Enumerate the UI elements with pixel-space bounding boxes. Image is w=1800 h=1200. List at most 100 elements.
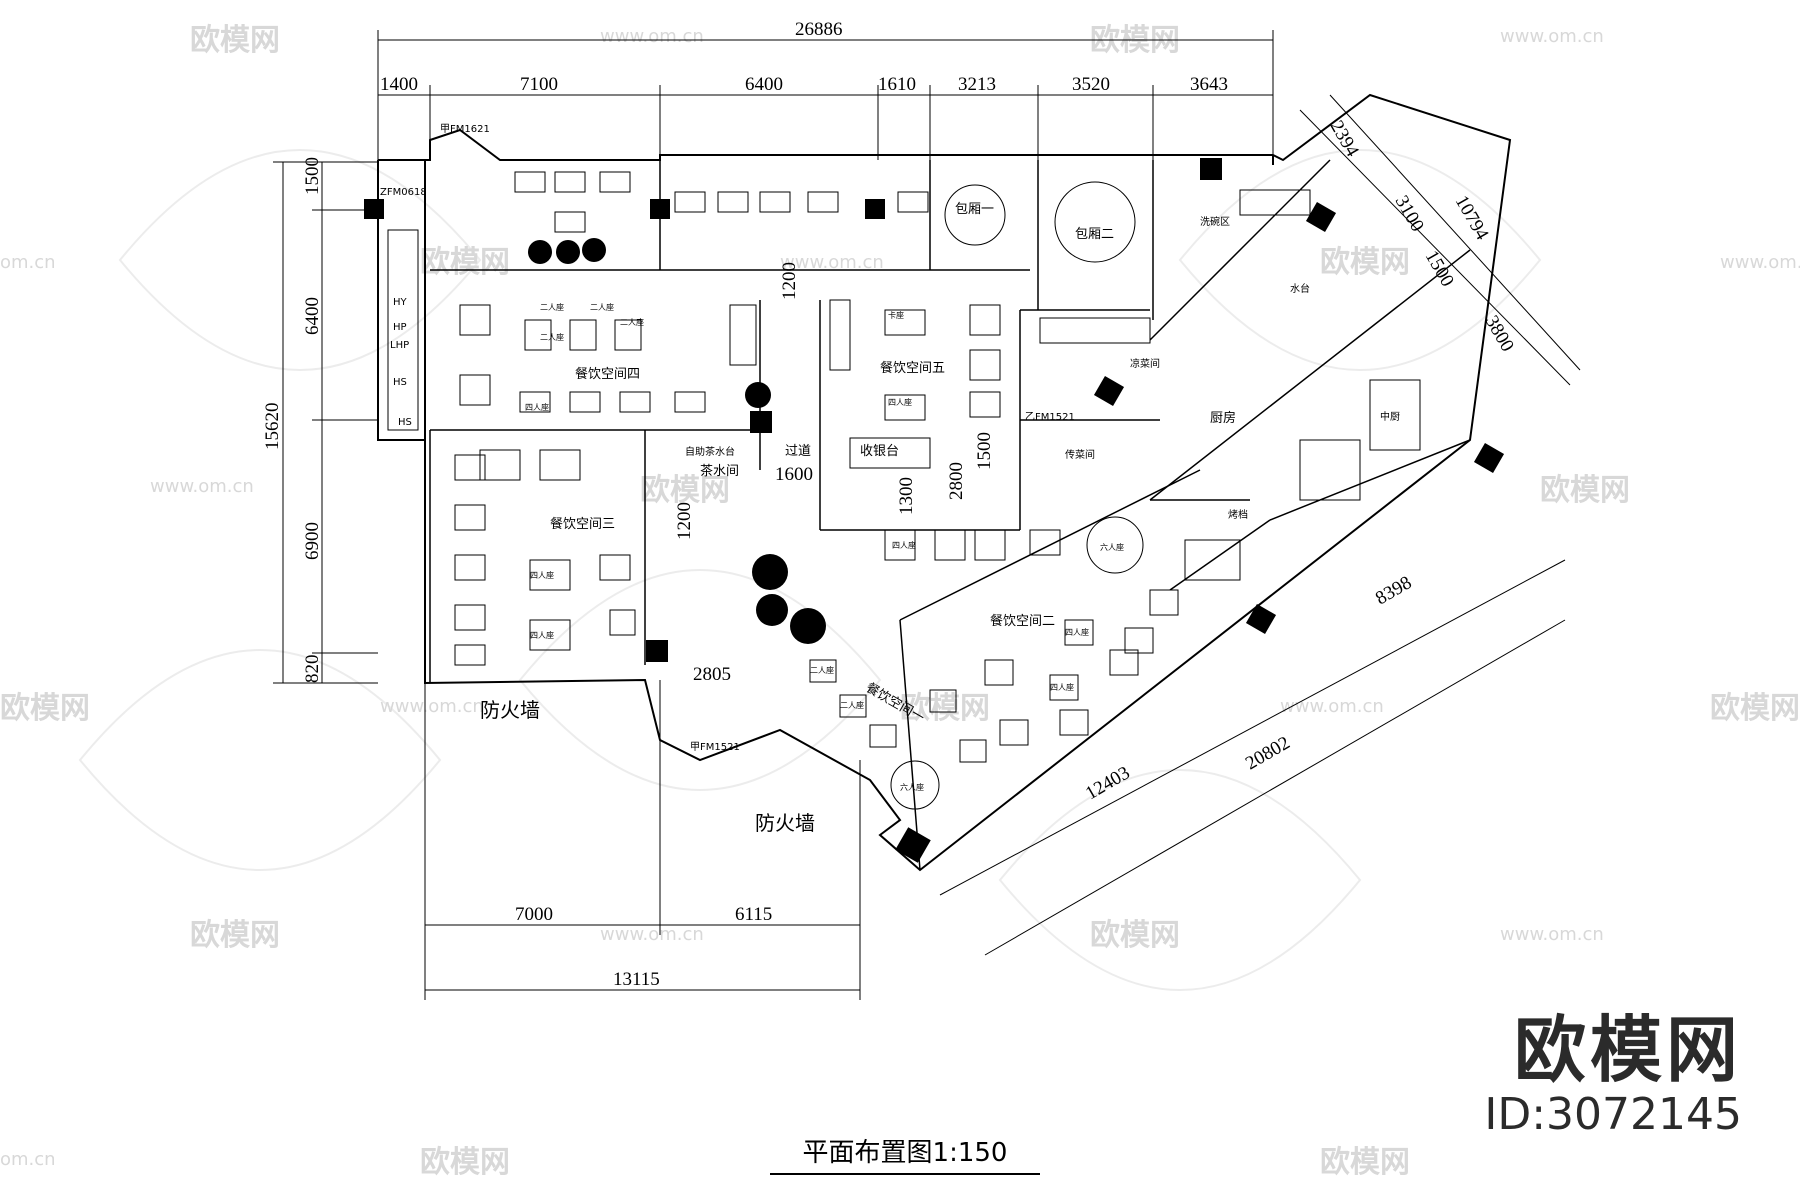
dimension-top: 1400	[380, 74, 418, 95]
dimension-lower: 20802	[1242, 732, 1294, 774]
dimension-inner: 1300	[896, 477, 917, 515]
watermark-url: www.om.cn	[1280, 696, 1384, 717]
dimension-top: 1610	[878, 74, 916, 95]
door-label: 乙FM1521	[1025, 411, 1075, 423]
door-label: 甲FM1521	[690, 742, 740, 753]
seat-label: 四人座	[1065, 627, 1089, 637]
equipment-label: HS	[398, 417, 412, 428]
equipment-label: LHP	[390, 340, 409, 351]
room-label-ticket: 传菜间	[1065, 448, 1095, 461]
dimension-lower: 8398	[1372, 572, 1415, 609]
brand-block: 欧模网 ID:3072145	[1484, 1010, 1742, 1140]
dimension-right: 2394	[1326, 117, 1363, 161]
room-label-kitchen: 厨房	[1210, 410, 1236, 426]
seat-label: 四人座	[525, 402, 549, 412]
brand-name: 欧模网	[1513, 1008, 1742, 1092]
seat-label: 六人座	[1100, 542, 1124, 552]
seat-label: 四人座	[892, 540, 916, 550]
seat-label: 二人座	[540, 302, 564, 312]
watermark-logo: 欧模网	[640, 473, 730, 508]
dimension-inner: 1200	[779, 262, 800, 300]
room-label-space5: 餐饮空间五	[880, 360, 945, 376]
equipment-column	[387, 229, 419, 431]
door-label: 甲FM1621	[440, 124, 490, 135]
watermark-url: www.om.cn	[1500, 924, 1604, 945]
dimension-top: 3643	[1190, 74, 1228, 95]
room-label-private1: 包厢一	[955, 202, 994, 217]
dimension-bottom: 6115	[735, 904, 772, 925]
exterior-walls	[377, 93, 1512, 872]
seat-label: 二人座	[620, 317, 644, 327]
watermark-url: www.om.cn	[600, 26, 704, 47]
dimension-top: 7100	[520, 74, 558, 95]
seat-label: 四人座	[530, 630, 554, 640]
watermark-layer: 欧模网 欧模网 www.om.cn www.om.cn 欧模网 欧模网 om.c…	[0, 23, 1800, 1180]
dimension-top: 3520	[1072, 74, 1110, 95]
plants	[528, 238, 826, 644]
room-label-chinese: 中厨	[1380, 410, 1400, 423]
watermark-url: www.om.cn	[1500, 26, 1604, 47]
dimension-inner: 1200	[674, 502, 695, 540]
equipment-label: HP	[393, 322, 407, 333]
watermark-url: www.om.cn	[780, 252, 884, 273]
dimension-inner: 1600	[775, 464, 813, 485]
dimension-lines	[273, 30, 1581, 1000]
dimension-right-total: 10794	[1451, 192, 1493, 244]
seat-label: 四人座	[1050, 682, 1074, 692]
room-label-tea: 茶水间	[700, 463, 739, 479]
watermark-logo: 欧模网	[420, 1145, 510, 1180]
room-label-private2: 包厢二	[1075, 227, 1114, 242]
room-label-sink: 水台	[1290, 282, 1310, 295]
watermark-url: om.cn	[0, 1149, 56, 1170]
seat-label: 二人座	[590, 302, 614, 312]
door-label: ZFM0618	[380, 187, 427, 198]
watermark-logo: 欧模网	[1540, 473, 1630, 508]
watermark-logo: 欧模网	[1710, 691, 1800, 726]
seat-label: 卡座	[888, 310, 904, 320]
room-label-dish-wash: 洗碗区	[1200, 215, 1230, 228]
room-label-bbq: 烤档	[1228, 508, 1248, 521]
dimension-top: 6400	[745, 74, 783, 95]
watermark-logo: 欧模网	[1320, 1145, 1410, 1180]
firewall-label: 防火墙	[755, 811, 815, 835]
watermark-logo: 欧模网	[190, 23, 280, 58]
dimension-bottom: 7000	[515, 904, 553, 925]
furniture	[454, 171, 1421, 810]
dimension-inner: 2800	[946, 462, 967, 500]
dimension-left: 820	[302, 655, 323, 684]
watermark-logo: 欧模网	[1090, 918, 1180, 953]
structural-columns	[364, 158, 1505, 863]
interior-walls	[429, 159, 1471, 871]
watermark-logo: 欧模网	[0, 691, 90, 726]
room-label-space2: 餐饮空间二	[990, 613, 1055, 629]
room-label-space3: 餐饮空间三	[550, 516, 615, 532]
dimension-top: 3213	[958, 74, 996, 95]
room-label-cold: 凉菜间	[1130, 357, 1160, 370]
dimension-left: 6900	[302, 522, 323, 560]
firewall-label: 防火墙	[480, 698, 540, 722]
dimension-total-top: 26886	[795, 19, 843, 40]
seat-label: 二人座	[810, 665, 834, 675]
watermark-logo: 欧模网	[900, 691, 990, 726]
seat-label: 四人座	[530, 570, 554, 580]
room-label-corridor: 过道	[785, 444, 811, 459]
room-label-tea-counter: 自助茶水台	[685, 445, 735, 458]
seat-label: 六人座	[900, 782, 924, 792]
dimension-lower: 12403	[1082, 762, 1134, 804]
watermark-logo: 欧模网	[1320, 245, 1410, 280]
seat-label: 二人座	[840, 700, 864, 710]
dimension-left-total: 15620	[262, 403, 283, 451]
equipment-label: HY	[393, 297, 408, 308]
watermark-url: www.om.cn	[600, 924, 704, 945]
dimension-left: 1500	[302, 157, 323, 195]
watermark-logo: 欧模网	[190, 918, 280, 953]
dimension-right: 3100	[1391, 192, 1428, 235]
dimension-inner: 1500	[974, 432, 995, 470]
watermark-url: www.om.cn	[1720, 252, 1800, 273]
room-label-space4: 餐饮空间四	[575, 366, 640, 382]
watermark-url: www.om.cn	[380, 696, 484, 717]
watermark-logo: 欧模网	[420, 245, 510, 280]
dimension-inner: 2805	[693, 664, 731, 685]
equipment-label: HS	[393, 377, 407, 388]
